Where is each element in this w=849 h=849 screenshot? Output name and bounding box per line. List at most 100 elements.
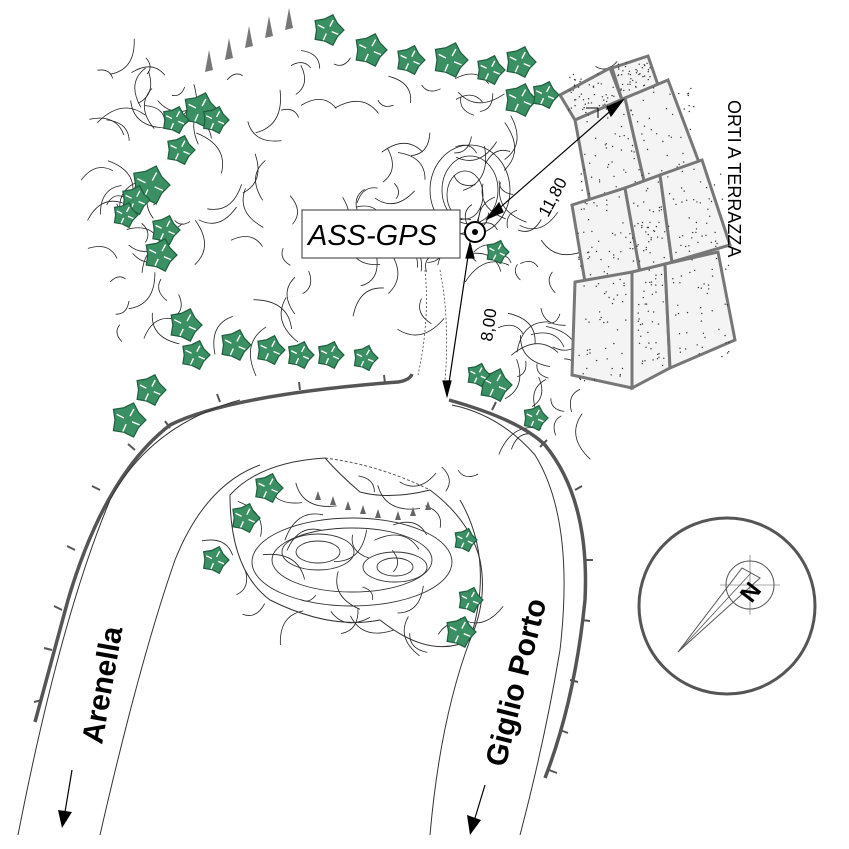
hatch-stroke [290,62,312,69]
tree-icon [136,374,167,406]
station-label-box [301,209,461,259]
hatch-stroke [333,57,351,66]
tree-groups [112,14,560,648]
tree-icon [353,344,379,372]
hatch-stroke [130,100,166,129]
hatch-stroke [575,413,591,460]
hatch-stroke [454,136,472,154]
hatch-stroke [503,122,516,171]
hatch-stroke [520,260,539,268]
hatch-stroke [87,246,118,259]
hatch-stroke [141,222,149,243]
hatch-stroke [302,270,312,295]
hatch-stroke [242,188,264,228]
terrace-plot [663,250,737,371]
hatch-stroke [128,272,156,310]
hatch-stroke [131,66,166,76]
tree-icon [458,586,484,614]
hatch-stroke [391,549,398,573]
hatch-stroke [397,152,426,180]
tree-icon [467,362,491,388]
terrace-plot [658,158,732,264]
hatch-stroke [286,276,296,315]
measure-line-road [446,242,471,397]
hatch-stroke [202,539,234,556]
tree-icon [506,46,537,78]
hatch-stroke [536,363,549,379]
hatch-stroke [498,427,542,455]
tree-icon [182,339,211,371]
hatch-stroke [115,300,130,315]
slope-mark [410,507,416,516]
hatch-stroke [351,534,370,559]
hatch-stroke [295,482,337,507]
slope-mark [225,38,233,60]
hatch-stroke [397,318,445,336]
terrace-corner-marker [586,107,599,118]
hatch-stroke [374,534,420,550]
hatch-stroke [569,388,581,413]
north-arrow-icon: N [637,516,817,696]
slope-mark [395,511,401,520]
hatch-stroke [421,84,441,92]
hatch-stroke [504,115,518,160]
hatch-stroke [403,616,420,657]
hatch-stroke [334,101,379,114]
tree-icon [167,134,196,166]
hatch-stroke [230,236,263,247]
hatch-stroke [300,99,337,109]
station-label: ASS-GPS [306,220,438,252]
hatch-stroke [284,513,324,541]
tree-icon [232,502,261,534]
hatch-stroke [514,264,521,281]
road-line-center-right [429,499,481,836]
tree-icon [113,201,139,229]
hatch-stroke [377,99,394,107]
tree-icon [288,340,315,370]
slope-mark [315,491,321,500]
hatch-stroke [242,153,259,194]
hatch-stroke [289,195,298,225]
hatch-stroke [286,528,322,551]
island-slope-marks [315,491,431,520]
direction-arrow-icon [58,769,73,828]
hatch-stroke [253,299,292,330]
hatch-stroke [485,149,511,164]
road-outer-edge-right [448,398,588,779]
hatch-stroke [540,308,566,326]
hatch-stroke [455,141,498,161]
hatch-stroke [145,57,151,75]
hatch-stroke [249,326,267,376]
hatch-stroke [460,96,475,116]
measure-line-terraces [486,99,624,220]
measure-arrowhead [606,98,625,118]
hatch-stroke [393,521,427,535]
hatch-stroke [507,312,536,345]
hatch-stroke [377,485,420,510]
hatch-stroke [516,321,549,353]
hatch-stroke [411,132,431,156]
hatch-stroke [356,187,378,204]
slope-mark [345,501,351,510]
hatch-stroke [280,297,299,343]
hatch-stroke [409,633,428,653]
hatch-stroke [109,276,126,283]
hatch-stroke [279,610,304,646]
hatch-stroke [213,316,233,355]
hatch-stroke [441,466,450,492]
rough-terrain-hatching [80,38,632,657]
hatch-stroke [553,415,562,436]
slope-mark [265,16,273,38]
tree-icon [221,329,252,361]
hatch-stroke [530,332,565,348]
road [17,373,593,836]
hatch-stroke [547,313,561,324]
hatch-stroke [151,312,180,345]
hatch-stroke [454,73,490,85]
hatch-stroke [453,174,476,186]
hatch-stroke [333,529,368,562]
contour-ring [446,170,484,220]
slope-mark [330,496,336,505]
road-edge-ticks [33,374,593,774]
